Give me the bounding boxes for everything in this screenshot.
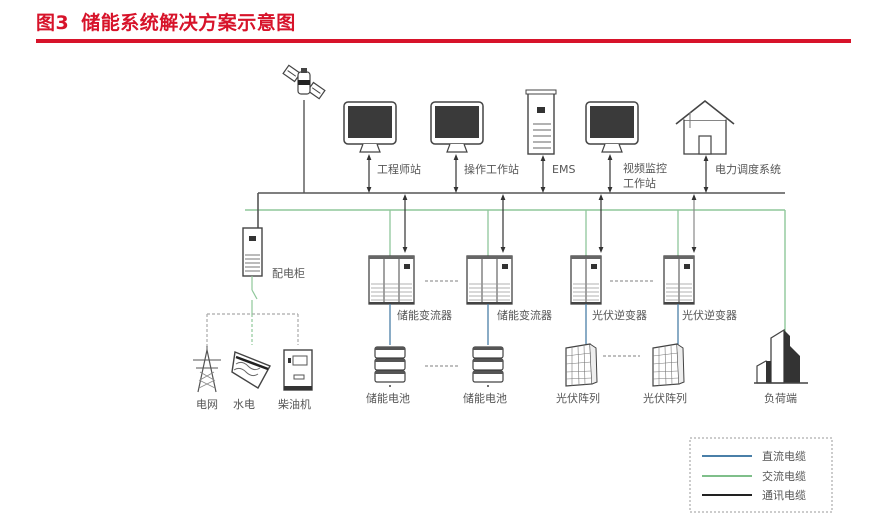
operator-station-label: 操作工作站 xyxy=(464,162,519,176)
building-icon xyxy=(754,328,808,384)
video-station-label-1: 视频监控 xyxy=(623,161,667,175)
bus-arrows xyxy=(402,194,697,253)
legend-item-comm: 通讯电缆 xyxy=(702,489,806,502)
legend-item-dc: 直流电缆 xyxy=(702,449,806,463)
legend-label: 交流电缆 xyxy=(762,469,806,483)
title-rule xyxy=(36,39,851,43)
diesel-generator-icon xyxy=(283,349,313,391)
dispatch-system: 电力调度系统 xyxy=(675,99,781,193)
ems-label: EMS xyxy=(552,163,575,176)
house-icon xyxy=(675,99,735,155)
dispatch-label: 电力调度系统 xyxy=(715,162,781,176)
pv-array-1: 光伏阵列 xyxy=(556,343,600,405)
source-grid: 电网 xyxy=(193,346,221,411)
satellite-icon xyxy=(282,64,326,193)
converter-label: 储能变流器 xyxy=(397,308,452,322)
server-cabinet-icon xyxy=(525,89,557,155)
converter-pv-2: 光伏逆变器 xyxy=(663,210,737,345)
pv-array-label: 光伏阵列 xyxy=(643,391,687,405)
source-hydro: 水电 xyxy=(231,351,271,411)
power-tower-icon xyxy=(193,346,221,393)
inverter-cabinet-icon xyxy=(663,255,695,305)
distribution-cabinet-label: 配电柜 xyxy=(272,267,305,280)
converter-label: 光伏逆变器 xyxy=(592,308,647,322)
legend-item-ac: 交流电缆 xyxy=(702,469,806,483)
converter-pcs-2: 储能变流器 xyxy=(466,210,552,345)
battery-label: 储能电池 xyxy=(463,391,507,405)
load-label: 负荷端 xyxy=(764,391,797,405)
pcs-cabinet-icon xyxy=(466,255,513,305)
inverter-cabinet-icon xyxy=(570,255,602,305)
engineer-station-label: 工程师站 xyxy=(377,162,421,176)
solar-panel-icon xyxy=(565,343,598,387)
figure-title: 图3 储能系统解决方案示意图 xyxy=(36,8,296,35)
source-label: 电网 xyxy=(196,398,218,411)
legend-label: 直流电缆 xyxy=(762,449,806,463)
monitor-icon xyxy=(343,101,397,153)
legend-label: 通讯电缆 xyxy=(762,489,806,502)
solar-panel-icon xyxy=(652,343,685,387)
battery-rack-icon xyxy=(472,346,504,387)
pcs-cabinet-icon xyxy=(368,255,415,305)
operator-station: 操作工作站 xyxy=(430,101,519,193)
converter-pcs-1: 储能变流器 xyxy=(368,210,452,345)
figure-title-text: 储能系统解决方案示意图 xyxy=(81,12,296,34)
video-station-label-2: 工作站 xyxy=(623,176,656,190)
legend: 直流电缆 交流电缆 通讯电缆 xyxy=(689,437,833,513)
distribution-cabinet: 配电柜 xyxy=(206,227,305,350)
battery-2: 储能电池 xyxy=(463,346,507,405)
video-station: 视频监控 工作站 xyxy=(585,101,667,193)
source-label: 柴油机 xyxy=(278,397,311,411)
converter-label: 光伏逆变器 xyxy=(682,308,737,322)
source-label: 水电 xyxy=(233,398,255,411)
distribution-cabinet-icon xyxy=(242,227,263,277)
pv-array-2: 光伏阵列 xyxy=(643,343,687,405)
monitor-icon xyxy=(585,101,639,153)
source-diesel: 柴油机 xyxy=(278,349,313,411)
engineer-station: 工程师站 xyxy=(343,101,421,193)
ems-node: EMS xyxy=(525,89,575,193)
hydro-dam-icon xyxy=(231,351,271,389)
converter-pv-1: 光伏逆变器 xyxy=(570,210,647,345)
battery-label: 储能电池 xyxy=(366,391,410,405)
pv-array-label: 光伏阵列 xyxy=(556,391,600,405)
monitor-icon xyxy=(430,101,484,153)
figure-number: 图3 xyxy=(36,12,70,34)
battery-1: 储能电池 xyxy=(366,346,410,405)
load-building: 负荷端 xyxy=(754,328,808,405)
battery-rack-icon xyxy=(374,346,406,387)
converter-label: 储能变流器 xyxy=(497,308,552,322)
